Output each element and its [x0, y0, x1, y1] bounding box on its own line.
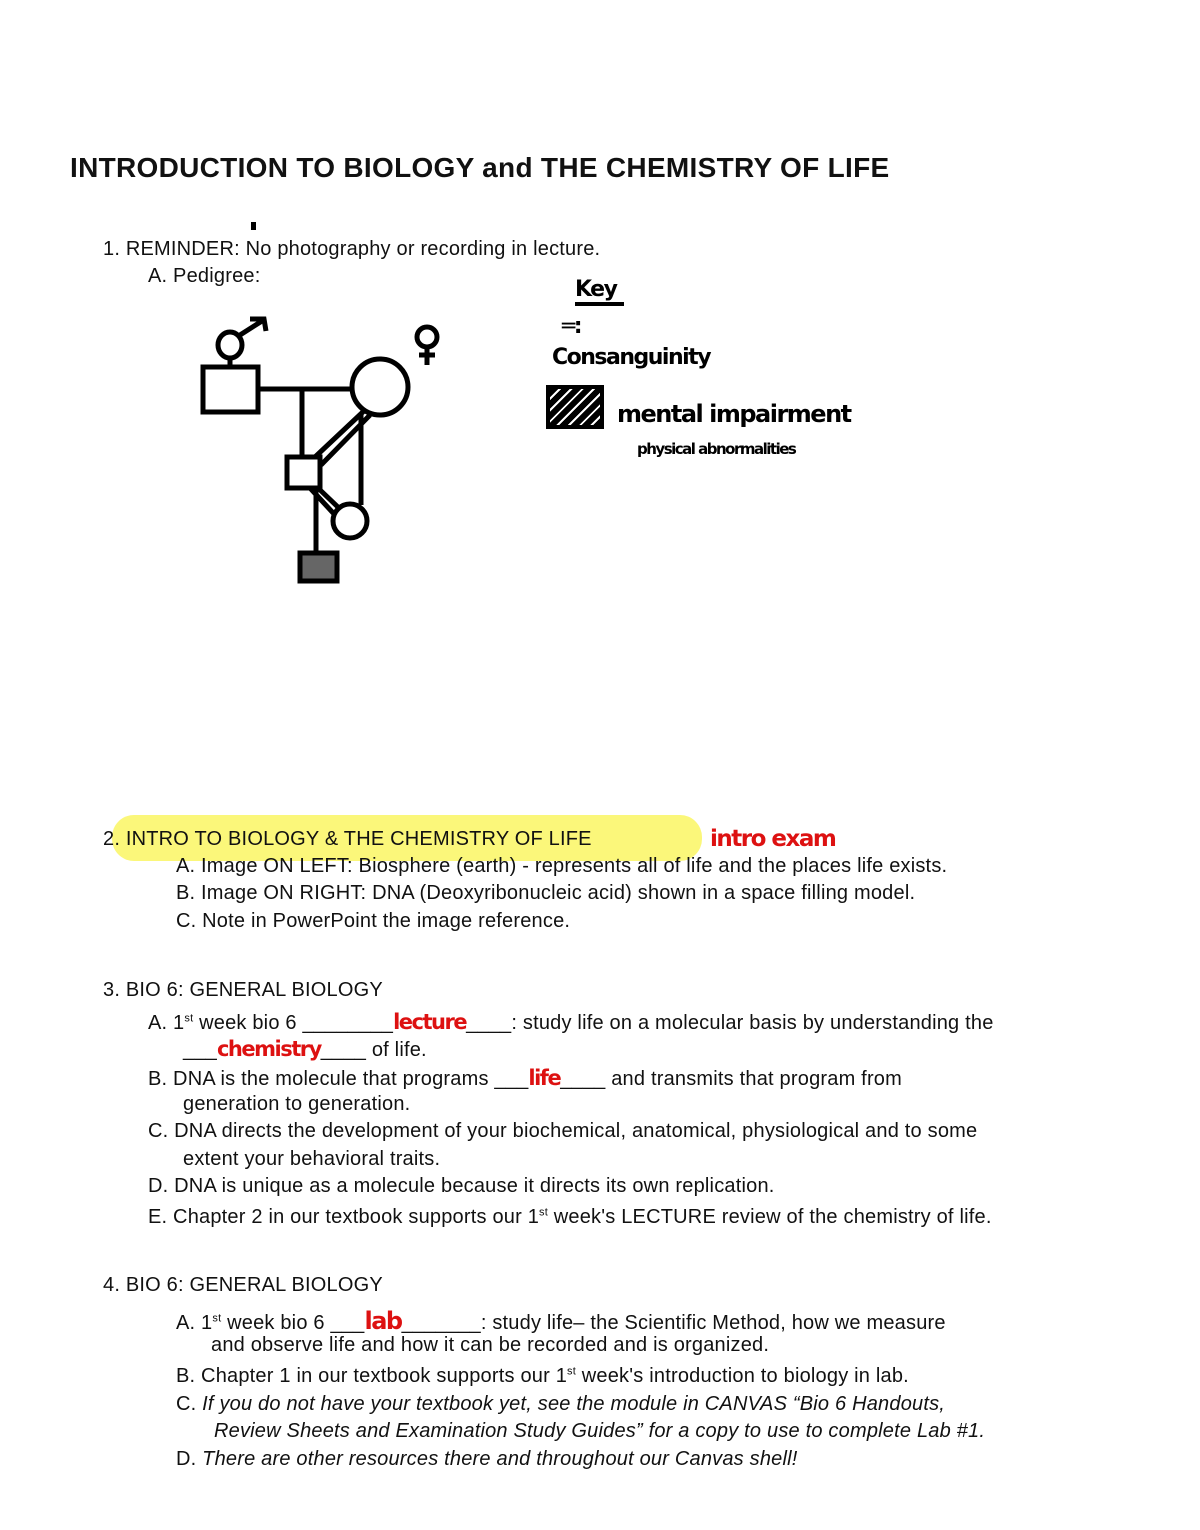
s2-item-a: A. Image ON LEFT: Biosphere (earth) - re…: [176, 855, 948, 877]
s3-item-c: C. DNA directs the development of your b…: [148, 1120, 978, 1142]
text: _______: study life– the Scientific Meth…: [401, 1312, 946, 1334]
s4-item-d: D. There are other resources there and t…: [176, 1448, 798, 1471]
stray-mark: [251, 222, 256, 230]
highlight: [112, 815, 702, 861]
handwritten-answer: life: [528, 1066, 561, 1090]
s3-item-e: E. Chapter 2 in our textbook supports ou…: [148, 1206, 992, 1229]
text: ___: [183, 1039, 217, 1061]
son-square: [284, 454, 323, 491]
s3-item-c-cont: extent your behavioral traits.: [183, 1148, 441, 1170]
pedigree-diagram: [200, 316, 440, 584]
key-physical-abnormalities: physical abnormalities: [637, 440, 797, 458]
section-2-heading: 2. INTRO TO BIOLOGY & THE CHEMISTRY OF L…: [103, 828, 592, 850]
text: There are other resources there and thro…: [202, 1448, 798, 1470]
s3-item-b: B. DNA is the molecule that programs ___…: [148, 1066, 902, 1091]
daughter-circle: [330, 501, 370, 541]
section-4-heading: 4. BIO 6: GENERAL BIOLOGY: [103, 1274, 383, 1296]
text: A. 1: [148, 1012, 185, 1034]
s2-item-c: C. Note in PowerPoint the image referenc…: [176, 910, 571, 932]
sup: st: [567, 1365, 577, 1378]
sup: st: [184, 1012, 194, 1025]
pedigree-label: A. Pedigree:: [148, 265, 261, 287]
handwritten-note: intro exam: [710, 826, 837, 852]
text: E. Chapter 2 in our textbook supports ou…: [148, 1206, 540, 1228]
s4-item-a-cont: and observe life and how it can be recor…: [211, 1334, 770, 1356]
text: C.: [176, 1393, 203, 1415]
s4-item-c: C. If you do not have your textbook yet,…: [176, 1393, 945, 1416]
key-consanguinity-label: Consanguinity: [552, 345, 712, 370]
page-title: INTRODUCTION TO BIOLOGY and THE CHEMISTR…: [70, 152, 890, 183]
key-affected-swatch: [546, 385, 604, 429]
s4-item-b: B. Chapter 1 in our textbook supports ou…: [176, 1365, 909, 1388]
sup: st: [212, 1312, 222, 1325]
text: ____ of life.: [320, 1039, 427, 1061]
s3-item-b-cont: generation to generation.: [183, 1093, 411, 1115]
handwritten-answer: lecture: [393, 1010, 467, 1034]
text: week bio 6 ___: [221, 1312, 365, 1334]
male-symbol-icon: [215, 316, 269, 361]
text: week bio 6 ________: [193, 1012, 394, 1034]
affected-child-square: [297, 550, 340, 584]
handwritten-answer: lab: [364, 1307, 403, 1335]
s3-item-a-cont: ___chemistry____ of life.: [183, 1037, 427, 1062]
section-3-heading: 3. BIO 6: GENERAL BIOLOGY: [103, 979, 383, 1001]
key-mental-impairment: mental impairment: [617, 400, 852, 428]
s4-item-c-cont: Review Sheets and Examination Study Guid…: [214, 1420, 986, 1442]
handwritten-answer: chemistry: [216, 1037, 322, 1061]
text: B. Chapter 1 in our textbook supports ou…: [176, 1365, 568, 1387]
text: D.: [176, 1448, 203, 1470]
s2-item-b: B. Image ON RIGHT: DNA (Deoxyribonucleic…: [176, 882, 916, 904]
s3-item-d: D. DNA is unique as a molecule because i…: [148, 1175, 775, 1197]
s4-item-a: A. 1st week bio 6 ___lab_______: study l…: [176, 1307, 946, 1335]
key-consanguinity-symbol: ═:: [562, 314, 583, 339]
text: A. 1: [176, 1312, 213, 1334]
text: ____ and transmits that program from: [560, 1068, 902, 1090]
key-heading: Key: [575, 277, 625, 306]
female-symbol-icon: [414, 324, 440, 365]
sup: st: [539, 1206, 549, 1219]
s3-item-a: A. 1st week bio 6 ________lecture____: s…: [148, 1010, 994, 1035]
text: week's LECTURE review of the chemistry o…: [548, 1206, 992, 1228]
reminder-line: 1. REMINDER: No photography or recording…: [103, 238, 601, 260]
text: ____: study life on a molecular basis by…: [466, 1012, 994, 1034]
father-square: [200, 364, 261, 415]
mother-circle: [349, 356, 411, 418]
text: week's introduction to biology in lab.: [576, 1365, 909, 1387]
text: If you do not have your textbook yet, se…: [202, 1393, 946, 1415]
text: B. DNA is the molecule that programs ___: [148, 1068, 529, 1090]
